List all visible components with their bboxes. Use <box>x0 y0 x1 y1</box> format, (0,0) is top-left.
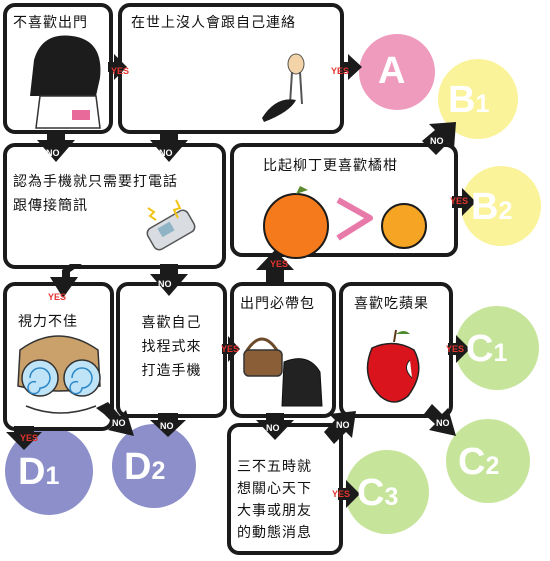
q8-yes-label: YES <box>446 344 465 354</box>
question-3-text-line2: 跟傳接簡訊 <box>13 198 88 214</box>
outcome-d2-letter: D <box>124 446 152 488</box>
arrow-q6-q7 <box>222 336 240 362</box>
q1-no-label: NO <box>46 148 60 158</box>
outcome-d1-number: 1 <box>45 462 60 490</box>
outcome-d2: D2 <box>124 448 165 486</box>
arrow-q3-q6 <box>150 264 188 296</box>
question-6-text-line2: 找程式來 <box>141 339 202 355</box>
outcome-c2-number: 2 <box>485 452 500 480</box>
outcome-b1-number: 1 <box>475 90 490 118</box>
lonely-figure-illustration <box>262 53 305 122</box>
question-8-text: 喜歡吃蘋果 <box>354 296 429 312</box>
outcome-d1: D1 <box>18 453 59 491</box>
q5-yes-label: YES <box>20 433 39 443</box>
handbag-and-backpack-illustration <box>243 337 323 407</box>
outcome-b1: B1 <box>448 81 489 119</box>
boy-hiding-face-illustration <box>30 35 101 129</box>
outcome-c3: C3 <box>357 474 398 512</box>
q6-no-label: NO <box>160 421 174 431</box>
question-9-text-line4: 的動態消息 <box>237 525 312 541</box>
question-9-text-line3: 大事或朋友 <box>237 503 312 519</box>
arrow-q1-q2 <box>108 54 127 80</box>
outcome-d2-circle <box>112 424 196 508</box>
arrow-q4-b2 <box>452 188 476 216</box>
bitten-apple-illustration <box>366 329 420 403</box>
outcome-a-circle <box>359 34 435 110</box>
swirly-glasses-girl-illustration <box>17 335 101 414</box>
question-1-text: 不喜歡出門 <box>13 15 88 31</box>
question-6-text-line3: 打造手機 <box>141 363 202 379</box>
arrow-q5-d2 <box>96 402 134 436</box>
outcome-b1-letter: B <box>448 79 476 121</box>
arrow-q3-q5 <box>50 264 82 298</box>
question-4-text: 比起柳丁更喜歡橘柑 <box>263 158 398 174</box>
q1-yes-label: YES <box>111 66 130 76</box>
outcome-c2-letter: C <box>458 441 486 483</box>
question-2-text: 在世上沒人會跟自己連絡 <box>131 15 296 31</box>
outcome-c1: C1 <box>466 330 507 368</box>
arrow-q6-d2 <box>150 413 186 437</box>
q2-no-label: NO <box>159 148 173 158</box>
outcome-b2-circle <box>461 166 541 246</box>
outcome-d2-number: 2 <box>151 457 166 485</box>
outcome-b2: B2 <box>471 188 512 226</box>
question-3-text-line1: 認為手機就只需要打電話 <box>13 174 178 190</box>
outcome-c2: C2 <box>458 443 499 481</box>
arrow-q8-c2 <box>424 404 456 436</box>
outcome-c3-letter: C <box>357 472 385 514</box>
q3-no-label: NO <box>158 279 172 289</box>
q5-no-label: NO <box>112 418 126 428</box>
outcome-a: A <box>378 52 405 90</box>
q6-yes-label: YES <box>221 344 240 354</box>
outcome-b2-letter: B <box>471 186 499 228</box>
q8-no-label: NO <box>436 418 450 428</box>
ringing-flip-phone-illustration <box>146 199 196 251</box>
arrow-q2-q3 <box>150 130 188 162</box>
outcome-b2-number: 2 <box>498 197 513 225</box>
outcome-c3-circle <box>345 450 429 534</box>
outcome-c3-number: 3 <box>384 483 399 511</box>
q9-yes-label: YES <box>332 489 351 499</box>
arrow-q5-d1 <box>6 426 42 450</box>
q3-yes-label: YES <box>48 292 67 302</box>
q7-yes-label: YES <box>270 259 289 269</box>
question-9-text-line1: 三不五時就 <box>237 459 312 475</box>
arrow-q4-b1 <box>422 122 456 155</box>
outcome-c1-circle <box>455 306 539 390</box>
arrow-q2-a <box>340 54 362 80</box>
outcome-c2-circle <box>446 419 530 503</box>
q9-no-label: NO <box>336 420 350 430</box>
arrow-q9-q8 <box>324 411 356 444</box>
question-7-text: 出門必帶包 <box>240 296 315 312</box>
arrow-q9-c3 <box>338 480 360 508</box>
arrow-q1-q3 <box>37 130 75 162</box>
question-5-text: 視力不佳 <box>18 314 78 330</box>
outcome-b1-circle <box>438 59 518 139</box>
question-9-text-line2: 想關心天下 <box>237 481 312 497</box>
q7-no-label: NO <box>266 423 280 433</box>
outcome-d1-circle <box>5 427 93 515</box>
arrow-q8-c1 <box>448 335 470 363</box>
outcome-a-letter: A <box>378 50 406 92</box>
outcome-c1-number: 1 <box>493 339 508 367</box>
q4-yes-label: YES <box>450 196 469 206</box>
arrow-q7-q9 <box>256 413 294 440</box>
q4-no-label: NO <box>430 136 444 146</box>
question-6-text-line1: 喜歡自己 <box>141 315 202 331</box>
orange-and-tangerine-illustration <box>263 186 427 259</box>
outcome-d1-letter: D <box>18 451 46 493</box>
q2-yes-label: YES <box>331 66 350 76</box>
arrow-q7-q4 <box>256 250 294 286</box>
outcome-c1-letter: C <box>466 328 494 370</box>
